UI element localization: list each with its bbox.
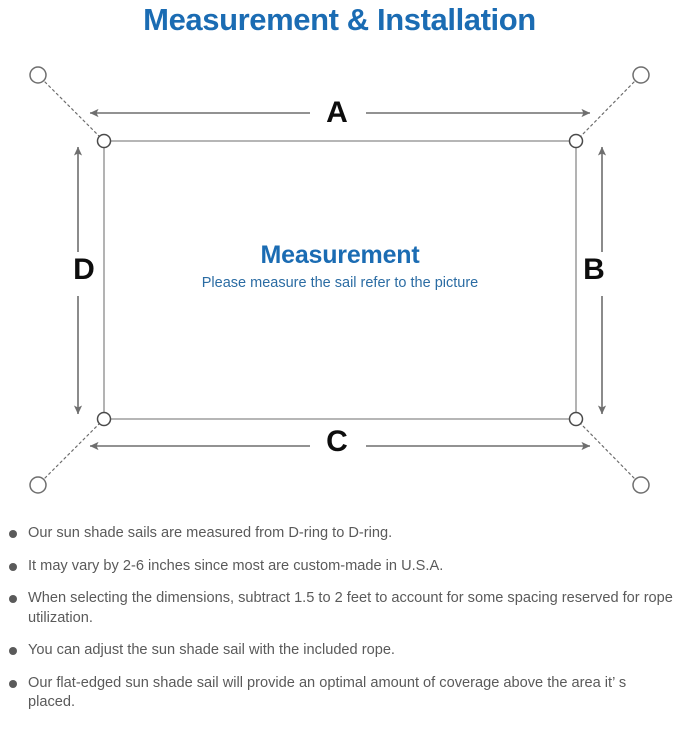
note-text: It may vary by 2-6 inches since most are… xyxy=(28,557,444,574)
sail-rectangle xyxy=(103,140,577,420)
dimension-label-d: D xyxy=(73,253,95,286)
bullet-icon xyxy=(9,562,17,571)
dimension-label-a: A xyxy=(326,96,348,129)
d-ring-top-right xyxy=(568,133,584,149)
note-text: Our flat-edged sun shade sail will provi… xyxy=(28,674,627,711)
d-ring-bottom-right xyxy=(568,411,584,427)
d-ring-bottom-left xyxy=(96,411,112,427)
anchor-top-right xyxy=(632,66,650,84)
d-ring-top-left xyxy=(96,133,112,149)
rope-top-left xyxy=(44,81,100,137)
notes-list: Our sun shade sails are measured from D-… xyxy=(0,524,679,726)
note-text: When selecting the dimensions, subtract … xyxy=(28,590,673,626)
diagram-svg xyxy=(29,66,650,494)
list-item: You can adjust the sun shade sail with t… xyxy=(0,641,679,661)
bullet-icon xyxy=(9,647,17,655)
sail-center-text: Measurement Please measure the sail refe… xyxy=(100,240,580,294)
dimension-label-c: C xyxy=(326,425,348,458)
sail-center-subtext: Please measure the sail refer to the pic… xyxy=(201,275,479,291)
bullet-icon xyxy=(9,595,17,603)
list-item: When selecting the dimensions, subtract … xyxy=(0,589,679,628)
rope-bottom-right xyxy=(580,423,635,479)
list-item: Our sun shade sails are measured from D-… xyxy=(0,524,679,544)
note-text: You can adjust the sun shade sail with t… xyxy=(28,642,395,658)
note-text: Our sun shade sails are measured from D-… xyxy=(28,525,393,541)
rope-top-right xyxy=(580,81,635,137)
bullet-icon xyxy=(9,530,17,538)
sail-center-heading: Measurement xyxy=(260,241,420,269)
dimension-arrows xyxy=(73,108,607,451)
list-item: It may vary by 2-6 inches since most are… xyxy=(0,557,679,577)
page-title: Measurement & Installation xyxy=(143,2,536,37)
bullet-icon xyxy=(9,679,17,688)
anchor-bottom-right xyxy=(632,476,650,494)
rope-bottom-left xyxy=(44,423,100,479)
anchor-bottom-left xyxy=(29,476,47,494)
d-rings xyxy=(96,133,584,427)
measurement-diagram: A B C D Measurement Please measure the s… xyxy=(0,44,679,522)
list-item: Our flat-edged sun shade sail will provi… xyxy=(0,674,679,713)
dimension-label-b: B xyxy=(583,253,605,286)
rope-lines xyxy=(44,81,635,479)
anchor-points xyxy=(29,66,650,494)
anchor-top-left xyxy=(29,66,47,84)
